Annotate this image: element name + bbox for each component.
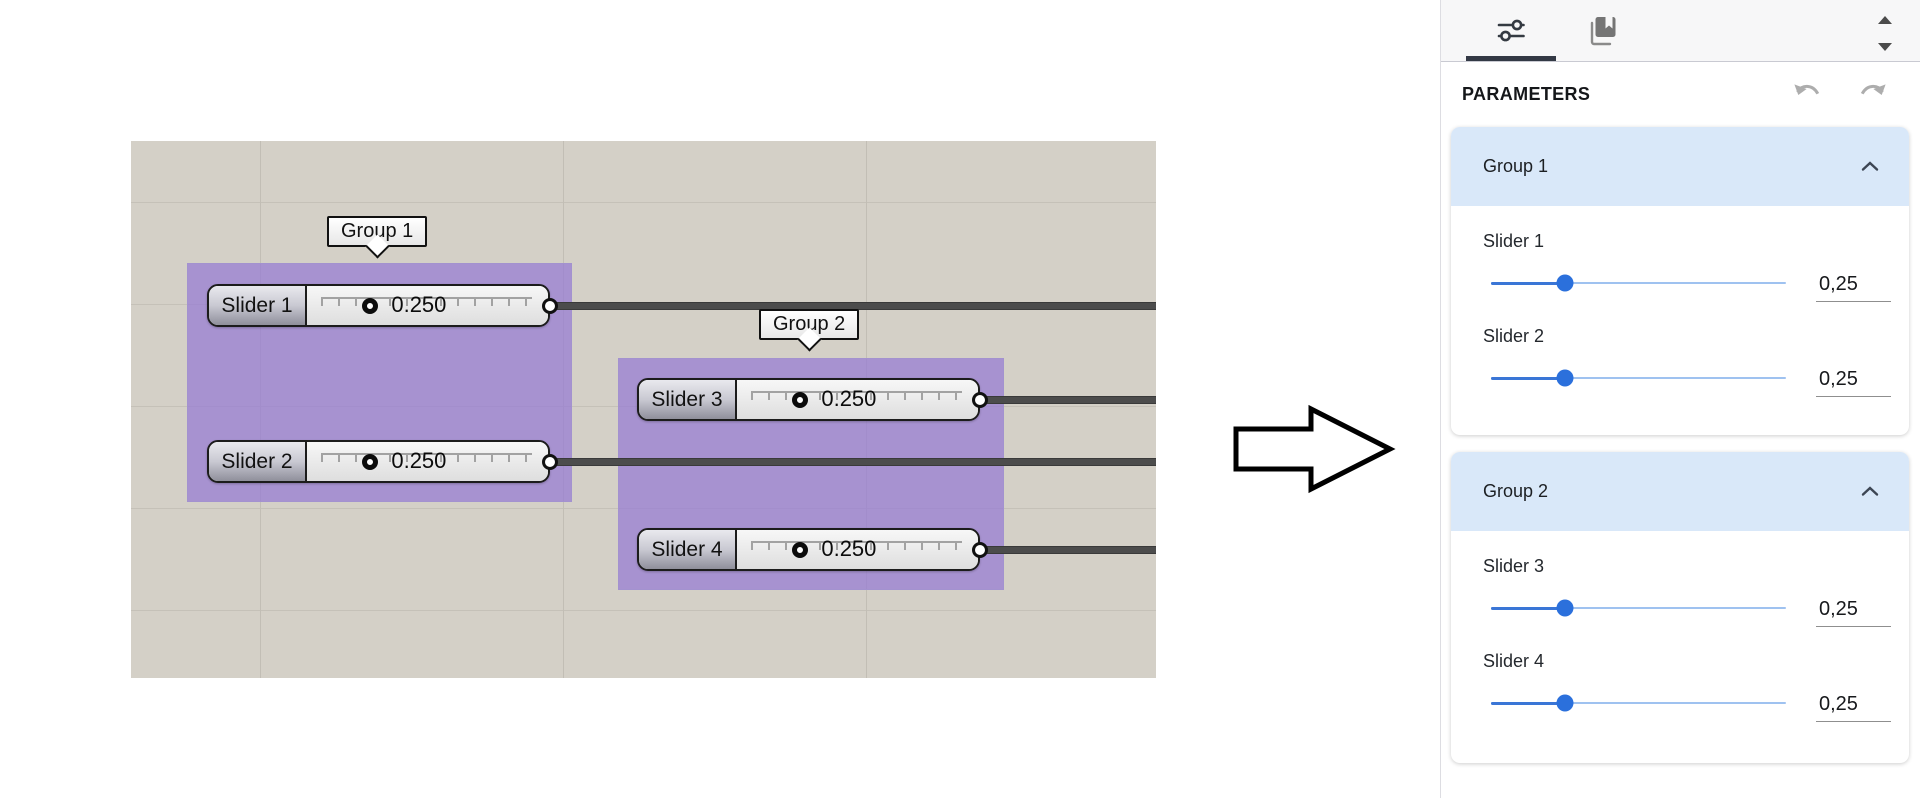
slider-track-rest bbox=[1491, 607, 1786, 609]
slider-track-rest bbox=[1491, 377, 1786, 379]
active-tab-indicator bbox=[1466, 56, 1556, 61]
slider-track-fill bbox=[1491, 281, 1565, 285]
panel-group-1-card: Group 1 Slider 1 0,25 Slider 2 bbox=[1451, 127, 1909, 435]
slider-name-box: Slider 1 bbox=[209, 286, 307, 325]
slider-knob[interactable] bbox=[361, 297, 378, 314]
chevron-up-icon[interactable] bbox=[1861, 161, 1879, 172]
slider-thumb[interactable] bbox=[1556, 599, 1574, 617]
undo-button[interactable] bbox=[1793, 80, 1823, 109]
canvas-slider-1[interactable]: Slider 1 0.250 bbox=[207, 284, 558, 327]
canvas-slider-4[interactable]: Slider 4 0.250 bbox=[637, 528, 988, 571]
slider-value: 0.250 bbox=[821, 385, 877, 411]
slider-track[interactable]: 0.250 bbox=[307, 442, 548, 481]
slider-thumb[interactable] bbox=[1556, 694, 1574, 712]
canvas-group-1-label: Group 1 bbox=[327, 216, 428, 259]
param-label: Slider 3 bbox=[1483, 556, 1545, 576]
slider-knob[interactable] bbox=[791, 541, 808, 558]
param-slider[interactable] bbox=[1491, 273, 1786, 293]
param-value-field[interactable]: 0,25 bbox=[1816, 597, 1891, 627]
group-header-label: Group 2 bbox=[1483, 481, 1549, 501]
tab-library[interactable] bbox=[1557, 0, 1647, 60]
panel-title: PARAMETERS bbox=[1462, 84, 1591, 104]
canvas-slider-2[interactable]: Slider 2 0.250 bbox=[207, 440, 558, 483]
triangle-down-icon[interactable] bbox=[1878, 43, 1892, 51]
slider-value: 0.250 bbox=[391, 291, 447, 317]
param-value-field[interactable]: 0,25 bbox=[1816, 692, 1891, 722]
group-header-label: Group 1 bbox=[1483, 156, 1549, 176]
wire-slider-3 bbox=[985, 396, 1156, 404]
slider-name-box: Slider 2 bbox=[209, 442, 307, 481]
slider-ruler bbox=[751, 391, 962, 400]
panel-group-1-header[interactable]: Group 1 bbox=[1451, 127, 1909, 206]
slider-track[interactable]: 0.250 bbox=[737, 530, 978, 569]
param-slider[interactable] bbox=[1491, 368, 1786, 388]
param-value-field[interactable]: 0,25 bbox=[1816, 367, 1891, 397]
slider-name-box: Slider 4 bbox=[639, 530, 737, 569]
param-label: Slider 4 bbox=[1483, 651, 1545, 671]
panel-tab-bar bbox=[1441, 0, 1920, 62]
output-port[interactable] bbox=[542, 297, 558, 314]
param-label: Slider 2 bbox=[1483, 326, 1545, 346]
tab-parameters[interactable] bbox=[1466, 0, 1556, 60]
panel-group-2-card: Group 2 Slider 3 0,25 Slider 4 bbox=[1451, 452, 1909, 763]
slider-ruler bbox=[321, 297, 532, 306]
output-port[interactable] bbox=[542, 453, 558, 470]
parameters-panel: PARAMETERS Group 1 Slider 1 bbox=[1440, 0, 1920, 798]
slider-ruler bbox=[321, 453, 532, 462]
slider-track-fill bbox=[1491, 376, 1565, 380]
chevron-up-icon[interactable] bbox=[1861, 486, 1879, 497]
slider-value: 0.250 bbox=[821, 535, 877, 561]
redo-button[interactable] bbox=[1857, 80, 1887, 109]
slider-knob[interactable] bbox=[791, 391, 808, 408]
canvas-slider-3[interactable]: Slider 3 0.250 bbox=[637, 378, 988, 421]
slider-name-box: Slider 3 bbox=[639, 380, 737, 419]
param-slider[interactable] bbox=[1491, 598, 1786, 618]
output-port[interactable] bbox=[972, 541, 988, 558]
wire-slider-4 bbox=[985, 546, 1156, 554]
param-label: Slider 1 bbox=[1483, 231, 1545, 251]
triangle-up-icon[interactable] bbox=[1878, 16, 1892, 24]
book-icon bbox=[1590, 17, 1616, 46]
slider-thumb[interactable] bbox=[1556, 274, 1574, 292]
param-slider[interactable] bbox=[1491, 693, 1786, 713]
wire-slider-2 bbox=[555, 458, 1156, 466]
sliders-icon bbox=[1497, 19, 1525, 42]
slider-track-fill bbox=[1491, 701, 1565, 705]
param-value-field[interactable]: 0,25 bbox=[1816, 272, 1891, 302]
slider-knob[interactable] bbox=[361, 453, 378, 470]
undo-icon bbox=[1794, 84, 1820, 95]
slider-track[interactable]: 0.250 bbox=[307, 286, 548, 325]
redo-icon bbox=[1860, 84, 1886, 95]
grasshopper-canvas[interactable]: Group 1 Group 2 Slider 1 0.250 Slider 2 … bbox=[131, 141, 1156, 678]
slider-thumb[interactable] bbox=[1556, 369, 1574, 387]
panel-group-2-header[interactable]: Group 2 bbox=[1451, 452, 1909, 531]
slider-value: 0.250 bbox=[391, 447, 447, 473]
slider-track-rest bbox=[1491, 282, 1786, 284]
slider-track-rest bbox=[1491, 702, 1786, 704]
output-port[interactable] bbox=[972, 391, 988, 408]
canvas-group-2-label: Group 2 bbox=[759, 309, 860, 352]
right-arrow-icon bbox=[1233, 404, 1396, 494]
slider-track-fill bbox=[1491, 606, 1565, 610]
slider-track[interactable]: 0.250 bbox=[737, 380, 978, 419]
slider-ruler bbox=[751, 541, 962, 550]
